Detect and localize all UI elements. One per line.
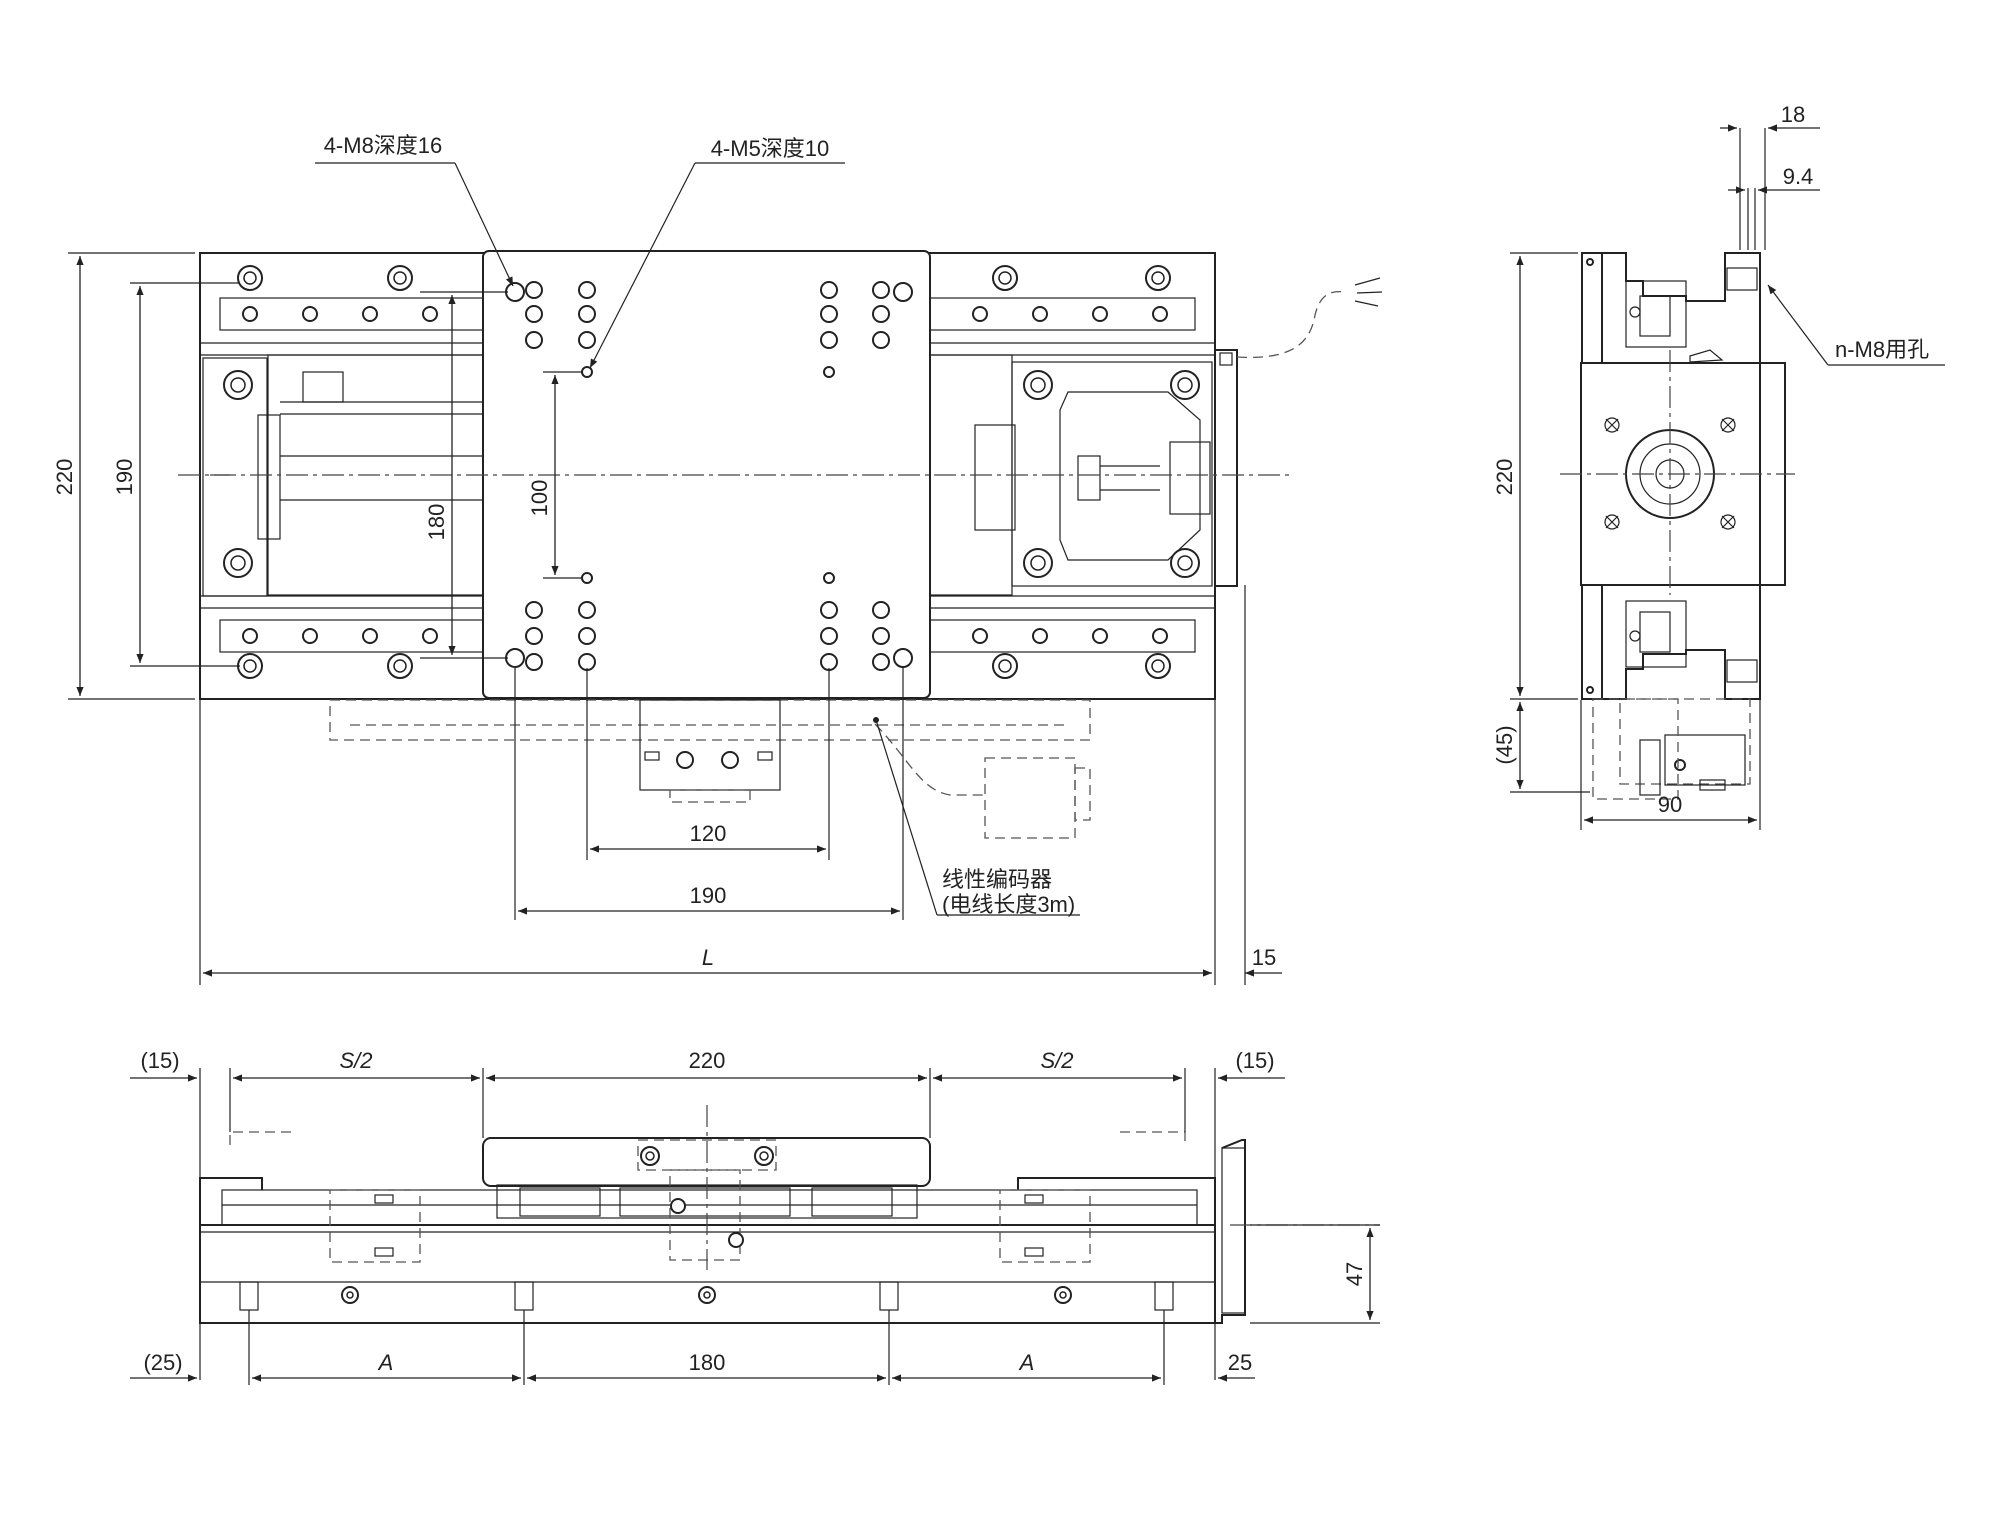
dim-25-left-front: (25): [143, 1350, 182, 1375]
front-motor-flange: [1215, 1139, 1246, 1324]
dim-L: L: [702, 945, 714, 970]
dim-15-top: 15: [1252, 945, 1276, 970]
label-encoder-cable: (电线长度3m): [942, 892, 1075, 917]
left-end-housing: [202, 357, 268, 597]
dim-180-top: 180: [424, 504, 449, 541]
label-encoder: 线性编码器: [942, 867, 1052, 892]
dim-220-side: 220: [1492, 459, 1517, 496]
label-m5-depth: 4-M5深度10: [711, 136, 830, 161]
dim-220-front: 220: [689, 1048, 726, 1073]
dim-18-side: 18: [1781, 102, 1805, 127]
dim-120-top: 120: [690, 821, 727, 846]
dim-15-left-front: (15): [140, 1048, 179, 1073]
dim-25-right-front: 25: [1228, 1350, 1252, 1375]
dim-47-front: 47: [1342, 1262, 1367, 1286]
top-view: 4-M8深度16 4-M5深度10 220 190 180 100 120 19…: [52, 133, 1383, 985]
front-view: (15) S/2 220 S/2 (15) 47 (25) A 180 A 25: [130, 1048, 1380, 1385]
base-counterbore-holes: [223, 265, 1200, 679]
dim-s2-left: S/2: [339, 1048, 372, 1073]
cable-end-mark: [1354, 277, 1383, 307]
side-encoder-hidden: [1592, 698, 1751, 800]
motor-housing: [1011, 361, 1213, 587]
front-base: [199, 1224, 1216, 1324]
label-m8-depth: 4-M8深度16: [324, 133, 443, 158]
dim-s2-right: S/2: [1040, 1048, 1073, 1073]
dim-15-right-front: (15): [1235, 1048, 1274, 1073]
side-view: 18 9.4 220 (45) 90 n-M8用孔: [1492, 102, 1945, 830]
rail-screw-holes: [242, 306, 1168, 644]
dim-180-front: 180: [689, 1350, 726, 1375]
dim-A-left: A: [377, 1350, 394, 1375]
dim-190-top: 190: [112, 459, 137, 496]
dim-9-4-side: 9.4: [1783, 164, 1814, 189]
front-bolts: [239, 1281, 1174, 1320]
front-left-end: [199, 1177, 263, 1225]
side-rail-upper: [1625, 280, 1687, 348]
front-rail: [221, 1189, 1198, 1226]
label-n-m8: n-M8用孔: [1835, 337, 1929, 362]
side-rail-lower: [1625, 600, 1687, 668]
dim-A-right: A: [1018, 1350, 1035, 1375]
side-mount-holes: [1586, 258, 1736, 694]
motor-flange: [1214, 349, 1238, 587]
dim-90-side: 90: [1658, 792, 1682, 817]
motor-cable: [1236, 290, 1346, 359]
dim-220-top: 220: [52, 459, 77, 496]
dim-100-top: 100: [527, 480, 552, 517]
dim-190-bottom: 190: [690, 883, 727, 908]
encoder-hidden: [329, 699, 1091, 839]
dim-45-side: (45): [1492, 725, 1517, 764]
